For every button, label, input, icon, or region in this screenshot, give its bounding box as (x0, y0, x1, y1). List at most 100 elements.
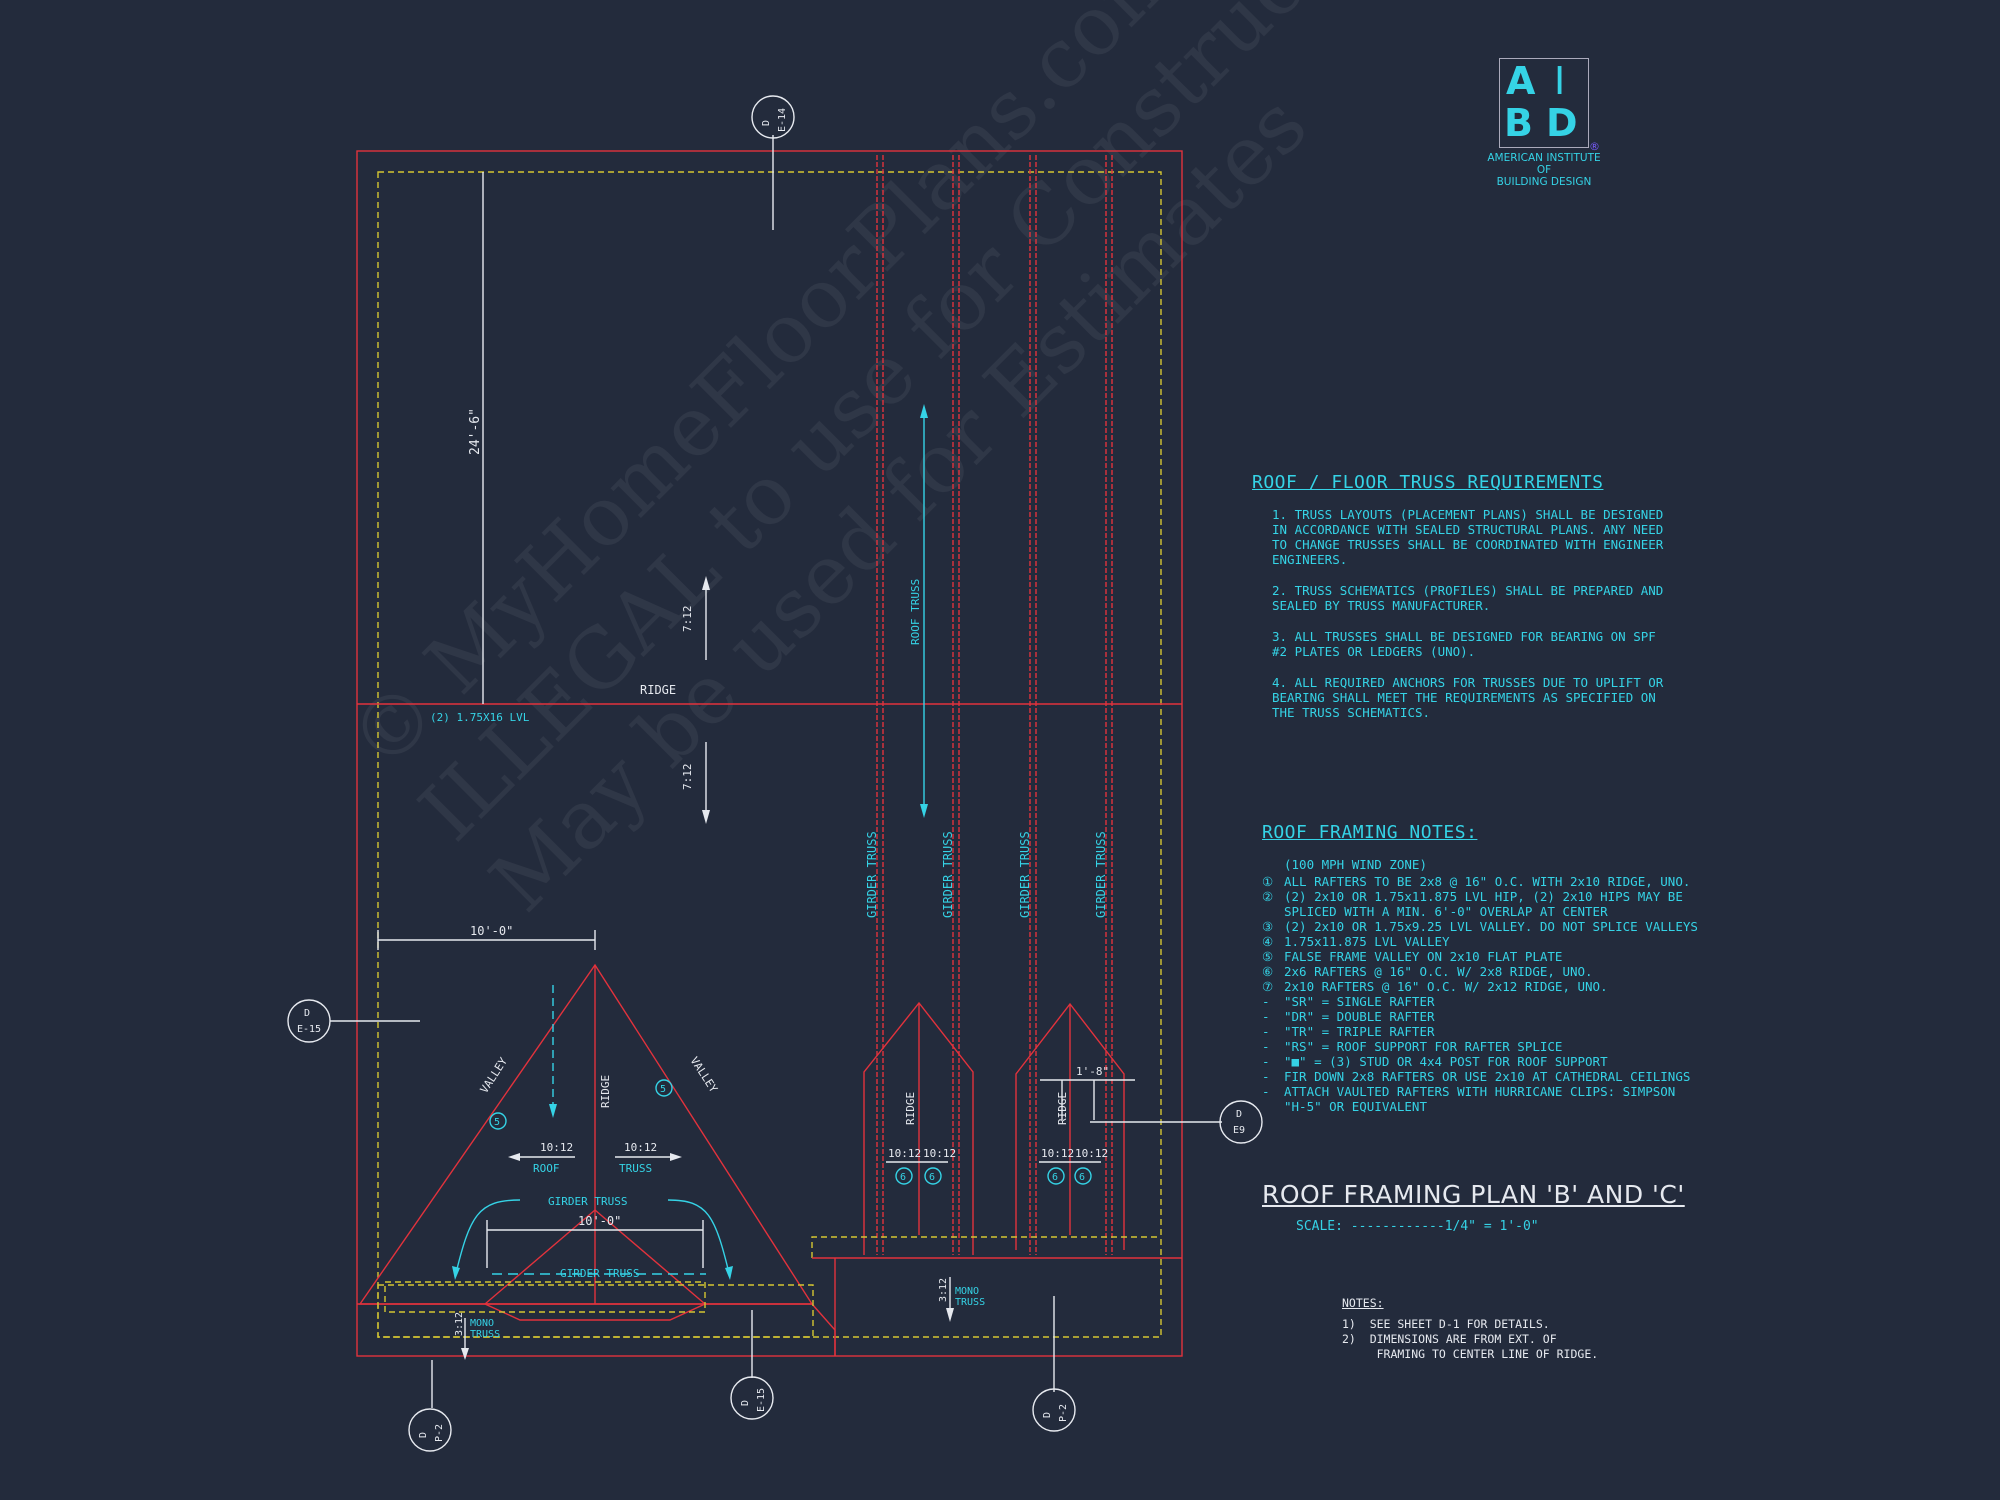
framing-note-item: -"■" = (3) STUD OR 4x4 POST FOR ROOF SUP… (1262, 1054, 1702, 1069)
dim-24-6: 24'-6" (468, 408, 483, 455)
framing-note-mark: - (1262, 1069, 1270, 1084)
pitch-10-12: 10:12 (888, 1147, 921, 1160)
framing-note-mark: ② (1262, 889, 1274, 904)
circle-number-6: 6 (1079, 1172, 1085, 1183)
mono-truss-label: TRUSS (955, 1297, 985, 1308)
framing-note-text: "RS" = ROOF SUPPORT FOR RAFTER SPLICE (1284, 1039, 1563, 1054)
framing-note-text: FALSE FRAME VALLEY ON 2x10 FLAT PLATE (1284, 949, 1563, 964)
callout-bottom: E-14 (777, 108, 788, 132)
pitch-10-12: 10:12 (1041, 1147, 1074, 1160)
framing-note-item: -"SR" = SINGLE RAFTER (1262, 994, 1702, 1009)
front-gable-triangle (358, 963, 814, 1305)
dim-1-8: 1'-8" (1076, 1065, 1109, 1078)
callout-bottom: E9 (1233, 1125, 1245, 1136)
framing-note-text: "SR" = SINGLE RAFTER (1284, 994, 1435, 1009)
framing-note-text: ATTACH VAULTED RAFTERS WITH HURRICANE CL… (1284, 1084, 1676, 1114)
truss-label: TRUSS (619, 1162, 652, 1175)
logo-line-3: BUILDING DESIGN (1496, 176, 1592, 188)
callout-bottom: E-15 (297, 1024, 321, 1035)
framing-note-text: ALL RAFTERS TO BE 2x8 @ 16" O.C. WITH 2x… (1284, 874, 1691, 889)
framing-note-text: "■" = (3) STUD OR 4x4 POST FOR ROOF SUPP… (1284, 1054, 1608, 1069)
framing-note-mark: ① (1262, 874, 1274, 889)
framing-note-item: ⑤ FALSE FRAME VALLEY ON 2x10 FLAT PLATE (1262, 949, 1702, 964)
girder-truss-label: GIRDER TRUSS (1018, 831, 1032, 918)
framing-note-mark: - (1262, 1054, 1270, 1069)
framing-note-mark: ⑥ (1262, 964, 1274, 979)
framing-note-text: (2) 2x10 OR 1.75x9.25 LVL VALLEY. DO NOT… (1284, 919, 1698, 934)
callout-top: D (1236, 1109, 1242, 1120)
wind-zone: (100 MPH WIND ZONE) (1284, 857, 1427, 872)
framing-note-mark: ⑦ (1262, 979, 1274, 994)
dim-10-0-lower: 10'-0" (578, 1214, 621, 1228)
plan-title: ROOF FRAMING PLAN 'B' AND 'C' (1262, 1180, 1685, 1209)
truss-requirement-item: 4. ALL REQUIRED ANCHORS FOR TRUSSES DUE … (1272, 675, 1664, 720)
framing-note-item: ②(2) 2x10 OR 1.75x11.875 LVL HIP, (2) 2x… (1262, 889, 1702, 919)
logo-line-1: AMERICAN INSTITUTE (1487, 152, 1601, 164)
plan-title-block: ROOF FRAMING PLAN 'B' AND 'C' SCALE: ---… (1262, 1180, 1685, 1234)
framing-note-mark: ⑤ (1262, 949, 1274, 964)
framing-note-item: ⑥ 2x6 RAFTERS @ 16" O.C. W/ 2x8 RIDGE, UN… (1262, 964, 1702, 979)
pitch-3-12: 3:12 (938, 1278, 949, 1302)
framing-note-mark: - (1262, 1009, 1270, 1024)
truss-requirement-item: 2. TRUSS SCHEMATICS (PROFILES) SHALL BE … (1272, 583, 1664, 613)
valley-label: VALLEY (687, 1055, 720, 1096)
section-callout (730, 1376, 774, 1420)
callout-top: D (1042, 1412, 1053, 1418)
lvl-label: (2) 1.75X16 LVL (430, 711, 530, 724)
ridge-vertical-label: RIDGE (1056, 1092, 1069, 1125)
framing-note-item: ③ (2) 2x10 OR 1.75x9.25 LVL VALLEY. DO NO… (1262, 919, 1702, 934)
framing-note-item: -ATTACH VAULTED RAFTERS WITH HURRICANE C… (1262, 1084, 1702, 1114)
dim-10-0: 10'-0" (470, 924, 513, 938)
roof-framing-notes-title: ROOF FRAMING NOTES: (1262, 822, 1478, 843)
framing-note-mark: - (1262, 1024, 1270, 1039)
roof-framing-notes: ROOF FRAMING NOTES: (100 MPH WIND ZONE) … (1262, 822, 1702, 1114)
roof-label: ROOF (533, 1162, 560, 1175)
ridge-vertical-label: RIDGE (904, 1092, 917, 1125)
logo-letter: D (1546, 101, 1578, 145)
framing-note-text: 2x6 RAFTERS @ 16" O.C. W/ 2x8 RIDGE, UNO… (1284, 964, 1593, 979)
general-note-item: FRAMING TO CENTER LINE OF RIDGE. (1342, 1347, 1599, 1361)
logo-box: A I B D ® (1499, 58, 1600, 153)
registered-mark: ® (1589, 140, 1600, 153)
framing-note-text: 1.75x11.875 LVL VALLEY (1284, 934, 1450, 949)
plan-scale: SCALE: ------------1/4" = 1'-0" (1296, 1219, 1539, 1234)
aibd-logo: A I B D ® AMERICAN INSTITUTE OF BUILDING… (1480, 58, 1608, 188)
pitch-10-12: 10:12 (1075, 1147, 1108, 1160)
logo-letter: I (1554, 59, 1566, 103)
section-callout (287, 999, 331, 1043)
callout-top: D (740, 1400, 751, 1406)
framing-note-item: ① ALL RAFTERS TO BE 2x8 @ 16" O.C. WITH 2… (1262, 874, 1702, 889)
framing-note-text: "DR" = DOUBLE RAFTER (1284, 1009, 1435, 1024)
pitch-7-12-top: 7:12 (681, 606, 694, 633)
logo-letter: A (1506, 59, 1536, 103)
framing-note-text: "TR" = TRIPLE RAFTER (1284, 1024, 1435, 1039)
truss-requirements: ROOF / FLOOR TRUSS REQUIREMENTS 1. TRUSS… (1252, 472, 1672, 736)
truss-requirement-item: 1. TRUSS LAYOUTS (PLACEMENT PLANS) SHALL… (1272, 507, 1664, 567)
framing-note-mark: - (1262, 1039, 1270, 1054)
callout-bottom: E-15 (756, 1388, 767, 1412)
logo-letter: B (1504, 101, 1533, 145)
mono-truss-label: TRUSS (470, 1329, 500, 1340)
girder-truss-label: GIRDER TRUSS (1094, 831, 1108, 918)
section-callout (1032, 1388, 1076, 1432)
pitch-3-12: 3:12 (454, 1312, 465, 1336)
ridge-vertical-label: RIDGE (599, 1075, 612, 1108)
callout-top: D (418, 1432, 429, 1438)
truss-requirements-title: ROOF / FLOOR TRUSS REQUIREMENTS (1252, 472, 1604, 493)
framing-note-text: 2x10 RAFTERS @ 16" O.C. W/ 2x12 RIDGE, U… (1284, 979, 1608, 994)
section-callout (1219, 1100, 1263, 1144)
framing-note-mark: - (1262, 1084, 1270, 1099)
framing-note-mark: ③ (1262, 919, 1274, 934)
framing-notes-list: ① ALL RAFTERS TO BE 2x8 @ 16" O.C. WITH 2… (1262, 874, 1702, 1114)
mono-label: MONO (470, 1318, 494, 1329)
girder-truss-label: GIRDER TRUSS (941, 831, 955, 918)
framing-note-item: -"TR" = TRIPLE RAFTER (1262, 1024, 1702, 1039)
callout-top: D (304, 1008, 310, 1019)
mono-label: MONO (955, 1286, 979, 1297)
pitch-10-12: 10:12 (540, 1141, 573, 1154)
callout-bottom: P-2 (1058, 1404, 1069, 1422)
framing-note-text: FIR DOWN 2x8 RAFTERS OR USE 2x10 AT CATH… (1284, 1069, 1691, 1084)
girder-truss-inner-label: GIRDER TRUSS (560, 1267, 639, 1280)
section-callout (408, 1408, 452, 1452)
